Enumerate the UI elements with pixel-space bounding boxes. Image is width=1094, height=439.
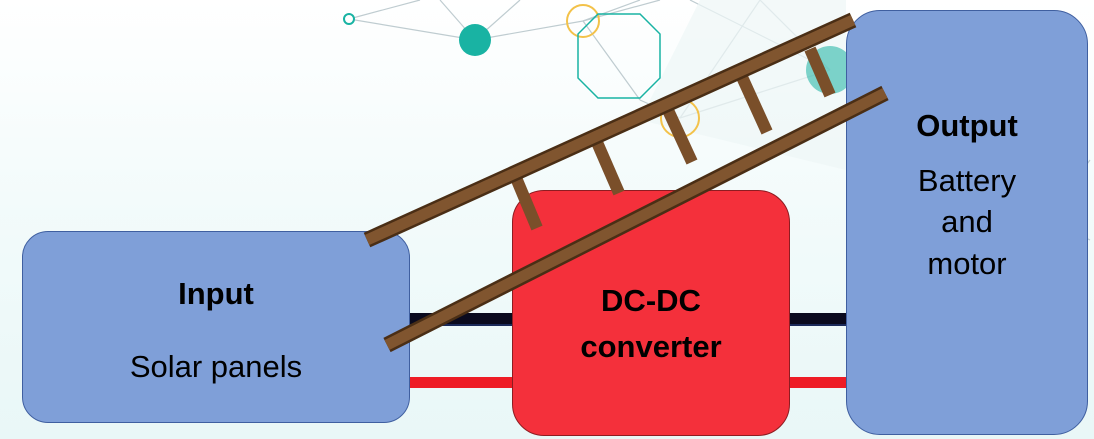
output-subtitle-line2: and	[941, 204, 993, 240]
wire-input-to-converter-black	[410, 313, 514, 324]
output-block: Output Battery and motor	[846, 10, 1088, 435]
output-subtitle: Battery and motor	[918, 160, 1016, 284]
input-subtitle: Solar panels	[129, 349, 303, 385]
wire-converter-to-output-black	[788, 313, 848, 324]
input-title: Input	[178, 276, 254, 312]
output-subtitle-line3: motor	[927, 245, 1007, 281]
converter-block: DC-DC converter	[512, 190, 790, 436]
output-title: Output	[916, 108, 1018, 143]
converter-title: DC-DC converter	[580, 278, 721, 371]
input-block: Input Solar panels	[22, 231, 410, 423]
converter-title-line2: converter	[580, 329, 722, 364]
wire-input-to-converter-red	[410, 377, 514, 388]
converter-title-line1: DC-DC	[601, 282, 701, 318]
output-subtitle-line1: Battery	[917, 163, 1017, 199]
wire-converter-to-output-red	[788, 377, 848, 388]
